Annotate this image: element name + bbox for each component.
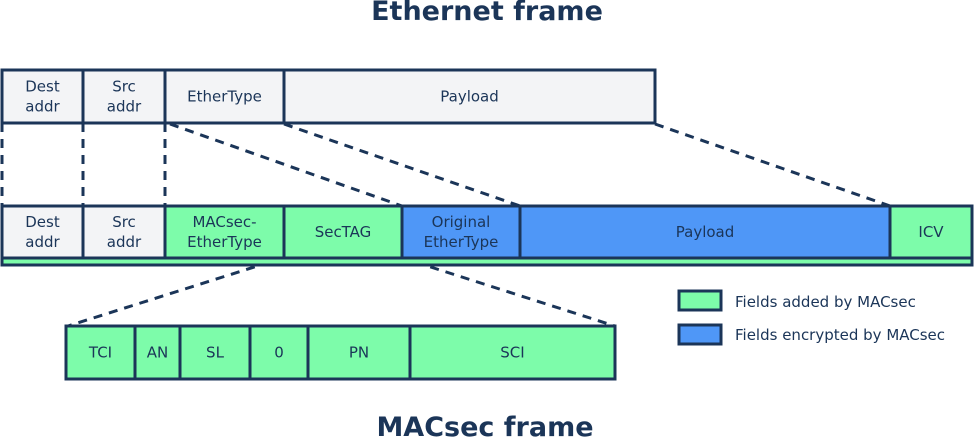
field-box	[282, 204, 404, 260]
field-label: Src	[112, 213, 136, 231]
macsec-field-macsec-ethertype: MACsec- EtherType	[163, 204, 286, 260]
field-label: EtherType	[424, 233, 499, 251]
sectag-field-an: AN	[133, 324, 182, 381]
field-label: addr	[25, 98, 60, 116]
macsec-field-payload: Payload	[518, 204, 892, 260]
ethernet-field-src-addr: Src addr	[81, 68, 167, 125]
field-label: SL	[206, 344, 225, 362]
sectag-detail-connectors	[67, 260, 616, 328]
connector-ethertype-end	[283, 122, 521, 208]
ethernet-frame-title: Ethernet frame	[371, 0, 603, 27]
field-label: TCI	[88, 344, 112, 362]
sectag-detail: TCI AN SL 0 PN SCI	[64, 324, 617, 381]
field-label: Dest	[25, 213, 60, 231]
ethernet-frame: Dest addr Src addr EtherType Payload	[0, 68, 657, 125]
field-box	[133, 324, 182, 381]
connector-payload-end	[654, 122, 891, 208]
sectag-field-pn: PN	[306, 324, 412, 381]
field-label: 0	[274, 344, 284, 362]
field-box	[163, 68, 286, 125]
field-label: addr	[107, 98, 142, 116]
field-box	[518, 204, 892, 260]
macsec-field-icv: ICV	[888, 204, 974, 260]
field-label: EtherType	[187, 233, 262, 251]
legend-swatch	[677, 323, 723, 346]
legend-label: Fields encrypted by MACsec	[735, 326, 945, 344]
field-label: AN	[147, 344, 168, 362]
field-box	[282, 68, 657, 125]
field-box	[400, 204, 522, 260]
macsec-field-src-addr: Src addr	[81, 204, 167, 260]
field-label: EtherType	[187, 88, 262, 106]
field-label: ICV	[918, 223, 944, 241]
ethernet-to-macsec-connectors	[0, 122, 891, 208]
connector-sectag-right	[414, 260, 616, 328]
field-label: PN	[349, 344, 369, 362]
ethernet-field-dest-addr: Dest addr	[0, 68, 85, 125]
field-label: MACsec-	[192, 213, 256, 231]
sectag-field-0: 0	[248, 324, 310, 381]
field-box	[306, 324, 412, 381]
legend-item-added: Fields added by MACsec	[677, 289, 916, 312]
macsec-frame-title: MACsec frame	[376, 412, 593, 437]
macsec-field-sectag: SecTAG	[282, 204, 404, 260]
legend-item-encrypted: Fields encrypted by MACsec	[677, 323, 945, 346]
field-label: Payload	[676, 223, 735, 241]
field-box	[408, 324, 617, 381]
field-label: SCI	[500, 344, 524, 362]
field-label: Original	[432, 213, 491, 231]
macsec-frame: Dest addr Src addr MACsec- EtherType SecTAG Ori…	[0, 204, 974, 267]
sectag-field-sci: SCI	[408, 324, 617, 381]
macsec-field-dest-addr: Dest addr	[0, 204, 85, 260]
legend-swatch	[677, 289, 723, 312]
field-label: addr	[25, 233, 60, 251]
field-label: Src	[112, 78, 136, 96]
field-label: Payload	[440, 88, 499, 106]
field-label: SecTAG	[315, 223, 372, 241]
ethernet-field-payload: Payload	[282, 68, 657, 125]
field-label: Dest	[25, 78, 60, 96]
field-box	[178, 324, 252, 381]
field-box	[81, 68, 167, 125]
connector-sectag-left	[67, 260, 271, 328]
field-label: addr	[107, 233, 142, 251]
legend-label: Fields added by MACsec	[735, 293, 916, 311]
ethernet-field-ethertype: EtherType	[163, 68, 286, 125]
connector-ethertype-start	[169, 122, 403, 208]
field-box	[248, 324, 310, 381]
sectag-field-sl: SL	[178, 324, 252, 381]
field-box	[888, 204, 974, 260]
sectag-field-tci: TCI	[64, 324, 137, 381]
